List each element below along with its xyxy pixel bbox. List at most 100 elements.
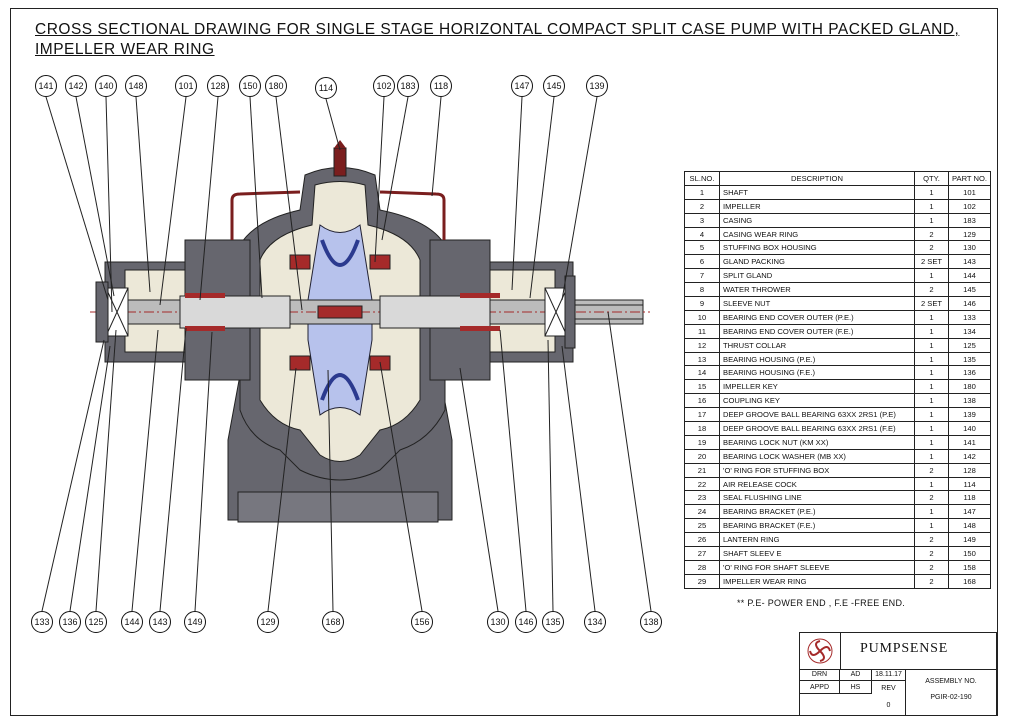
parts-cell-part: 139 <box>947 407 992 423</box>
callout-leader-line <box>547 339 554 612</box>
parts-cell-part: 147 <box>947 504 992 520</box>
callout-leader-line <box>135 96 151 293</box>
parts-cell-qty: 1 <box>914 198 949 214</box>
parts-cell-part: 136 <box>947 365 992 381</box>
callout-bubble-top: 142 <box>65 75 87 97</box>
parts-cell-sl: 3 <box>684 212 720 228</box>
parts-cell-sl: 8 <box>684 282 720 298</box>
parts-cell-qty: 2 <box>914 240 949 256</box>
callout-bubble-bottom: 133 <box>31 611 53 633</box>
parts-cell-part: 114 <box>947 476 992 492</box>
callout-leader-line <box>374 96 385 263</box>
parts-cell-sl: 26 <box>684 532 720 548</box>
shaft-sleeve-left <box>179 295 291 329</box>
callout-leader-line <box>69 345 111 612</box>
parts-cell-sl: 7 <box>684 268 720 284</box>
parts-cell-qty: 1 <box>914 407 949 423</box>
parts-cell-part: 129 <box>947 226 992 242</box>
parts-cell-sl: 16 <box>684 393 720 409</box>
parts-cell-desc: DEEP GROOVE BALL BEARING 63XX 2RS1 (P.E) <box>719 407 915 423</box>
callout-bubble-bottom: 134 <box>584 611 606 633</box>
parts-cell-part: 145 <box>947 282 992 298</box>
callout-bubble-top: 118 <box>430 75 452 97</box>
appd-label: APPD <box>800 681 840 693</box>
parts-cell-part: 133 <box>947 309 992 325</box>
callout-bubble-top: 140 <box>95 75 117 97</box>
pumpsense-logo <box>800 633 841 669</box>
parts-cell-desc: BEARING END COVER OUTER (P.E.) <box>719 309 915 325</box>
parts-cell-sl: 2 <box>684 198 720 214</box>
callout-leader-line <box>105 96 113 313</box>
parts-cell-qty: 2 <box>914 559 949 575</box>
parts-cell-desc: CASING <box>719 212 915 228</box>
parts-cell-sl: 24 <box>684 504 720 520</box>
callout-leader-line <box>249 96 263 299</box>
ball-bearing-fe-cross <box>105 287 129 337</box>
parts-cell-desc: GLAND PACKING <box>719 254 915 270</box>
assembly-label: ASSEMBLY NO. <box>925 677 977 685</box>
parts-cell-part: 146 <box>947 296 992 311</box>
callout-bubble-top: 102 <box>373 75 395 97</box>
callout-leader-line <box>431 96 442 197</box>
parts-cell-desc: IMPELLER <box>719 198 915 214</box>
parts-cell-sl: 4 <box>684 226 720 242</box>
callout-bubble-top: 145 <box>543 75 565 97</box>
callout-bubble-bottom: 144 <box>121 611 143 633</box>
callout-leader-line <box>379 361 423 612</box>
parts-cell-part: 142 <box>947 448 992 464</box>
parts-cell-qty: 1 <box>914 518 949 534</box>
rev-label: REV <box>872 681 906 695</box>
parts-cell-desc: BEARING HOUSING (P.E.) <box>719 351 915 367</box>
callout-bubble-top: 101 <box>175 75 197 97</box>
parts-cell-part: 143 <box>947 254 992 270</box>
parts-cell-sl: 12 <box>684 337 720 353</box>
parts-cell-desc: BEARING HOUSING (F.E.) <box>719 365 915 381</box>
parts-cell-desc: SLEEVE NUT <box>719 296 915 311</box>
callout-bubble-bottom: 138 <box>640 611 662 633</box>
parts-cell-qty: 2 <box>914 226 949 242</box>
parts-cell-desc: BEARING BRACKET (P.E.) <box>719 504 915 520</box>
parts-table-header: SL.NO. DESCRIPTION QTY. PART NO. <box>684 171 992 186</box>
parts-cell-qty: 2 SET <box>914 296 949 311</box>
parts-cell-part: 144 <box>947 268 992 284</box>
wear-ring-left <box>289 254 311 270</box>
header-sl: SL.NO. <box>684 171 720 186</box>
callout-leader-line <box>131 329 159 612</box>
wear-ring-left-lower <box>289 355 311 371</box>
parts-cell-part: 118 <box>947 490 992 506</box>
parts-cell-part: 101 <box>947 184 992 200</box>
callout-bubble-top: 141 <box>35 75 57 97</box>
callout-bubble-bottom: 156 <box>411 611 433 633</box>
parts-cell-qty: 1 <box>914 212 949 228</box>
callout-bubble-bottom: 129 <box>257 611 279 633</box>
parts-cell-part: 130 <box>947 240 992 256</box>
gland-packing-left-bot <box>185 326 225 331</box>
callout-leader-line <box>95 329 117 612</box>
callout-leader-line <box>529 96 555 299</box>
callout-leader-line <box>45 96 109 301</box>
callout-bubble-top: 180 <box>265 75 287 97</box>
drn-value: AD <box>840 669 872 681</box>
parts-cell-qty: 1 <box>914 268 949 284</box>
parts-cell-desc: COUPLING KEY <box>719 393 915 409</box>
parts-cell-qty: 1 <box>914 184 949 200</box>
callout-bubble-bottom: 143 <box>149 611 171 633</box>
parts-cell-part: 134 <box>947 323 992 339</box>
parts-cell-sl: 14 <box>684 365 720 381</box>
callout-leader-line <box>159 96 187 306</box>
parts-cell-qty: 1 <box>914 504 949 520</box>
drawing-frame <box>10 8 998 716</box>
